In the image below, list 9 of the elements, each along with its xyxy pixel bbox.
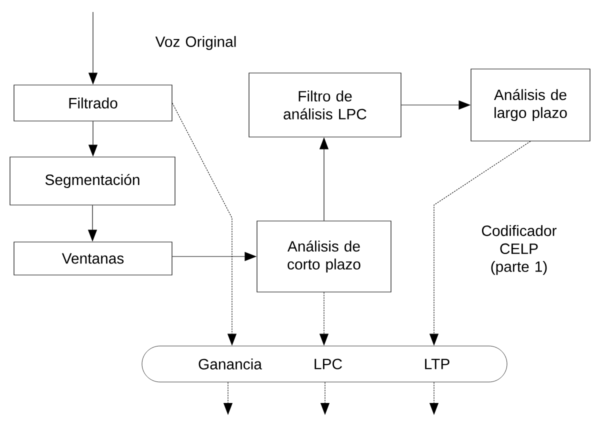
caption-text: Voz Original [155, 36, 236, 50]
process-box: Filtro de análisis LPC [248, 72, 402, 138]
output-bar: Ganancia LPC LTP [142, 346, 508, 382]
process-box: Ventanas [14, 242, 172, 276]
process-box: Segmentación [10, 156, 176, 206]
process-box: Análisis de largo plazo [470, 68, 590, 142]
process-box: Filtrado [14, 84, 172, 122]
caption-text: Codificador CELP (parte 1) [482, 225, 557, 275]
process-box: Análisis de corto plazo [256, 220, 392, 292]
